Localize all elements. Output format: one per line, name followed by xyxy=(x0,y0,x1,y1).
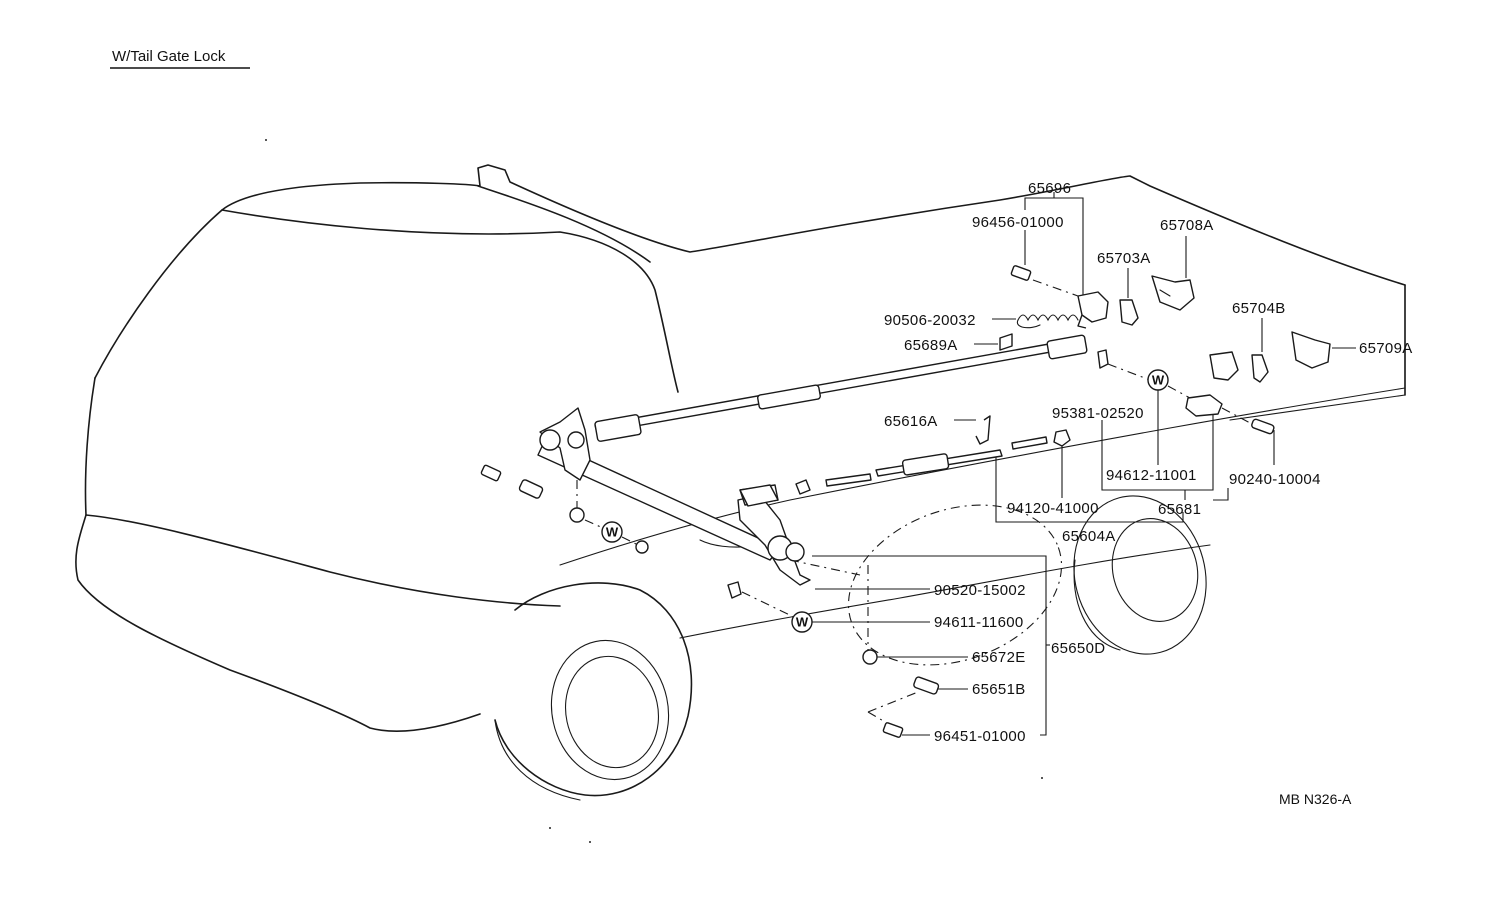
label-65703A: 65703A xyxy=(1097,250,1151,267)
upper-right-hardware: W xyxy=(739,230,1356,507)
label-94611-11600: 94611-11600 xyxy=(934,614,1024,631)
cable-assembly xyxy=(537,334,1088,561)
label-65696: 65696 xyxy=(1028,180,1071,197)
label-94612-11001: 94612-11001 xyxy=(1106,467,1197,484)
label-65672E: 65672E xyxy=(972,649,1026,666)
label-94120-41000: 94120-41000 xyxy=(1007,500,1099,517)
washer-label-left: W xyxy=(606,525,619,540)
label-90506-20032: 90506-20032 xyxy=(884,312,976,329)
label-65604A: 65604A xyxy=(1062,528,1116,545)
scan-specks xyxy=(265,139,1043,843)
label-90240-10004: 90240-10004 xyxy=(1229,471,1321,488)
washer-symbol-left xyxy=(601,521,623,543)
diagram-title: W/Tail Gate Lock xyxy=(112,48,226,65)
label-65704B: 65704B xyxy=(1232,300,1286,317)
group-brackets xyxy=(812,192,1406,736)
label-96456-01000: 96456-01000 xyxy=(972,214,1064,231)
label-90520-15002: 90520-15002 xyxy=(934,582,1026,599)
part-labels: 65696 96456-01000 65708A 65703A 90506-20… xyxy=(884,180,1413,745)
label-65650D: 65650D xyxy=(1051,640,1105,657)
label-65689A: 65689A xyxy=(904,337,958,354)
label-65681: 65681 xyxy=(1158,501,1201,518)
left-hardware: W xyxy=(480,464,649,554)
label-95381-02520: 95381-02520 xyxy=(1052,405,1144,422)
label-65651B: 65651B xyxy=(972,681,1026,698)
vehicle-outline xyxy=(75,164,1406,801)
label-96451-01000: 96451-01000 xyxy=(934,728,1026,745)
label-65709A: 65709A xyxy=(1359,340,1413,357)
washer-label-right: W xyxy=(1152,373,1165,388)
lower-hardware: W xyxy=(727,559,968,738)
washer-label-lower: W xyxy=(796,615,809,630)
label-65708A: 65708A xyxy=(1160,217,1214,234)
label-65616A: 65616A xyxy=(884,413,938,430)
diagram-code: MB N326-A xyxy=(1279,791,1352,807)
